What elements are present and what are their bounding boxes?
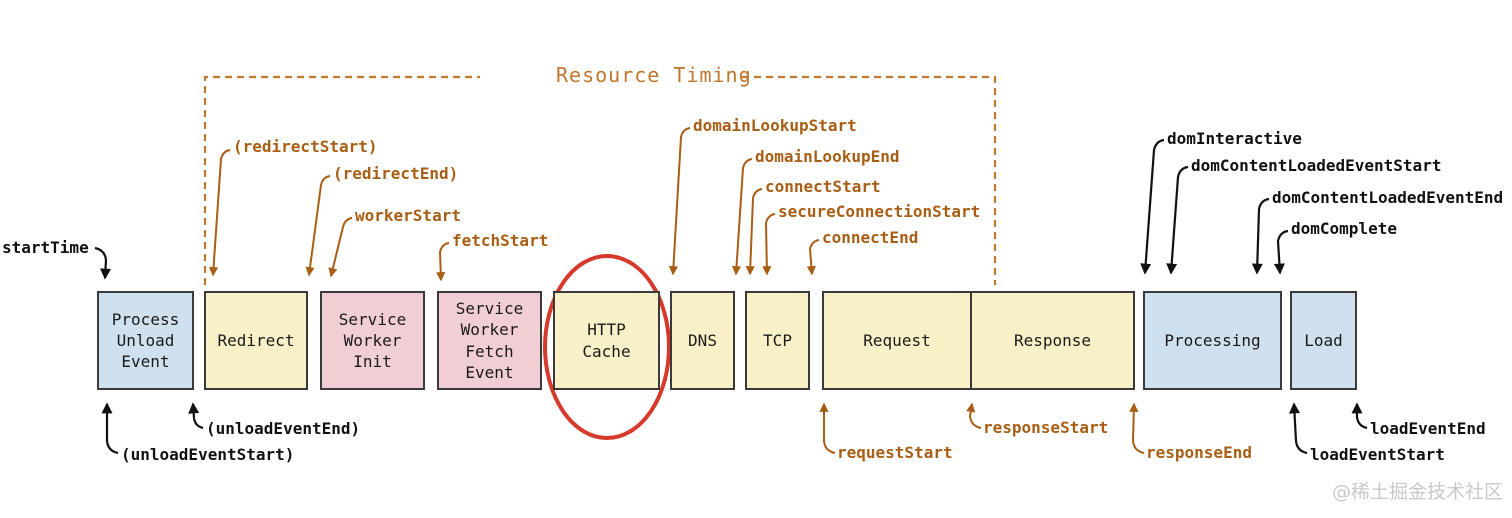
- marker-label-domComplete: domComplete: [1291, 219, 1397, 238]
- arrow-startTime: [94, 246, 112, 280]
- marker-label-loadEventStart: loadEventStart: [1310, 445, 1445, 464]
- arrow-requestStart: [819, 402, 836, 454]
- marker-label-secureConnectionStart: secureConnectionStart: [778, 202, 981, 221]
- arrow-connectEnd: [806, 239, 820, 276]
- phase-box-response: Response: [970, 291, 1135, 390]
- arrow-responseStart: [966, 402, 982, 429]
- marker-label-unloadEventEnd: (unloadEventEnd): [206, 419, 361, 438]
- phase-box-load: Load: [1290, 291, 1357, 390]
- watermark: @稀土掘金技术社区: [1332, 481, 1504, 503]
- orange-marker-arrows-up: [819, 402, 1145, 454]
- phase-box-request: Request: [822, 291, 972, 390]
- marker-label-domInteractive: domInteractive: [1167, 129, 1302, 148]
- arrow-loadEventStart: [1289, 402, 1308, 455]
- phase-box-processing: Processing: [1143, 291, 1282, 390]
- arrow-domContentLoadedEventEnd: [1251, 197, 1270, 275]
- marker-label-responseEnd: responseEnd: [1146, 443, 1252, 462]
- arrow-unloadEventEnd: [188, 402, 204, 430]
- phase-box-redirect: Redirect: [204, 291, 308, 390]
- orange-marker-arrows: [208, 127, 820, 282]
- arrow-responseEnd: [1129, 402, 1145, 454]
- http-cache-highlight-ellipse: [543, 254, 671, 440]
- arrow-secureConnectionStart: [762, 213, 776, 276]
- marker-label-connectEnd: connectEnd: [822, 228, 919, 247]
- phase-box-dns: DNS: [670, 291, 735, 390]
- marker-label-responseStart: responseStart: [983, 418, 1109, 437]
- phase-box-service-worker-fetch-event: Service Worker Fetch Event: [437, 291, 542, 390]
- marker-label-requestStart: requestStart: [837, 443, 953, 462]
- marker-label-domContentLoadedEventStart: domContentLoadedEventStart: [1191, 156, 1442, 175]
- arrow-domainLookupEnd: [731, 158, 753, 276]
- marker-label-workerStart: workerStart: [355, 206, 461, 225]
- phase-box-service-worker-init: Service Worker Init: [320, 291, 425, 390]
- arrow-loadEventEnd: [1351, 402, 1368, 430]
- arrow-domInteractive: [1140, 138, 1165, 275]
- marker-label-redirectEnd: (redirectEnd): [333, 164, 459, 183]
- marker-label-loadEventEnd: loadEventEnd: [1370, 419, 1486, 438]
- arrow-unloadEventStart: [101, 402, 119, 455]
- arrow-domComplete: [1273, 229, 1289, 275]
- arrow-redirectEnd: [305, 175, 331, 277]
- arrow-domainLookupStart: [668, 127, 691, 276]
- phase-box-http-cache: HTTP Cache: [553, 291, 660, 390]
- marker-label-startTime: startTime: [2, 238, 89, 257]
- marker-label-domainLookupEnd: domainLookupEnd: [755, 147, 900, 166]
- arrow-workerStart: [328, 217, 353, 278]
- marker-label-redirectStart: (redirectStart): [233, 137, 378, 156]
- phase-box-tcp: TCP: [745, 291, 810, 390]
- marker-label-domContentLoadedEventEnd: domContentLoadedEventEnd: [1272, 188, 1504, 207]
- resource-timing-bracket: [203, 75, 997, 285]
- arrow-domContentLoadedEventStart: [1166, 165, 1189, 275]
- arrow-redirectStart: [208, 149, 231, 277]
- marker-label-unloadEventStart: (unloadEventStart): [121, 445, 295, 464]
- resource-timing-title: Resource Timing: [556, 63, 752, 87]
- arrow-connectStart: [745, 188, 763, 276]
- marker-label-fetchStart: fetchStart: [452, 231, 549, 250]
- phase-box-process-unload-event: Process Unload Event: [97, 291, 194, 390]
- black-marker-arrows: [94, 138, 1368, 455]
- arrow-fetchStart: [436, 242, 450, 282]
- marker-label-domainLookupStart: domainLookupStart: [693, 116, 857, 135]
- marker-label-connectStart: connectStart: [765, 177, 881, 196]
